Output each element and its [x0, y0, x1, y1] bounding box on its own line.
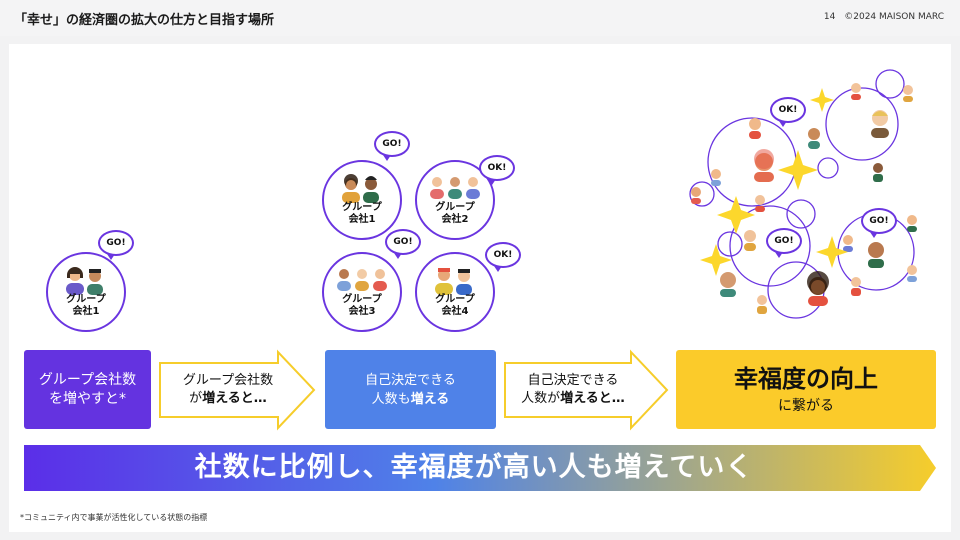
header-bar: 「幸せ」の経済圏の拡大の仕方と目指す場所 14 ©2024 MAISON MAR… — [0, 0, 960, 36]
speech-bubble: GO! — [98, 230, 134, 256]
arrow-text: が — [189, 391, 202, 406]
group-label: グループ 会社1 — [48, 294, 124, 318]
speech-bubble: GO! — [766, 228, 802, 254]
people-icon — [427, 174, 483, 204]
copyright: ©2024 MAISON MARC — [844, 12, 944, 22]
stage2-group-3: グループ 会社3 — [322, 252, 402, 332]
speech-bubble: GO! — [385, 229, 421, 255]
flow-box-increase-companies: グループ会社数 を増やすと* — [24, 350, 151, 429]
people-icon — [430, 266, 480, 296]
stage2-group-4: グループ 会社4 — [415, 252, 495, 332]
group-label: グループ 会社3 — [324, 294, 400, 318]
stage2-group-1: グループ 会社1 — [322, 160, 402, 240]
flow-box-text: 人数も — [372, 392, 411, 407]
arrow-line: 人数が増えると… — [508, 390, 638, 408]
arrow-text: 人数が — [521, 391, 560, 406]
flow-box-line: 人数も増える — [365, 390, 456, 409]
footnote: *コミュニティ内で事業が活性化している状態の指標 — [20, 512, 207, 523]
group-label: グループ 会社2 — [417, 202, 493, 226]
flow-arrow-2-label: 自己決定できる 人数が増えると… — [508, 372, 638, 408]
happiness-subtitle: に繋がる — [778, 395, 834, 417]
arrow-text-bold: 増えると… — [560, 391, 625, 406]
group-label: グループ 会社4 — [417, 294, 493, 318]
speech-bubble: OK! — [770, 97, 806, 123]
stage1-group-1: グループ 会社1 — [46, 252, 126, 332]
flow-box-self-decision: 自己決定できる 人数も増える — [325, 350, 496, 429]
speech-bubble: GO! — [374, 131, 410, 157]
group-label: グループ 会社1 — [324, 202, 400, 226]
flow-box-line: 自己決定できる — [365, 371, 456, 390]
page-info: 14 ©2024 MAISON MARC — [818, 12, 944, 22]
community-illustration — [680, 64, 940, 324]
page-number: 14 — [824, 12, 835, 22]
speech-bubble: OK! — [479, 155, 515, 181]
people-icon — [337, 174, 387, 204]
speech-bubble: OK! — [485, 242, 521, 268]
flow-box-happiness: 幸福度の向上 に繋がる — [676, 350, 936, 429]
arrow-line: グループ会社数 — [168, 372, 288, 390]
flow-box-label: グループ会社数 を増やすと* — [39, 371, 136, 409]
people-icon — [61, 266, 111, 296]
flow-box-text-bold: 増える — [411, 392, 450, 407]
arrow-line: が増えると… — [168, 390, 288, 408]
banner-text: 社数に比例し、幸福度が高い人も増えていく — [24, 445, 924, 491]
flow-arrow-1-label: グループ会社数 が増えると… — [168, 372, 288, 408]
people-icon — [334, 266, 390, 296]
arrow-text-bold: 増えると… — [202, 391, 267, 406]
happiness-title: 幸福度の向上 — [734, 363, 878, 395]
arrow-line: 自己決定できる — [508, 372, 638, 390]
speech-bubble: GO! — [861, 208, 897, 234]
page-title: 「幸せ」の経済圏の拡大の仕方と目指す場所 — [14, 9, 274, 28]
